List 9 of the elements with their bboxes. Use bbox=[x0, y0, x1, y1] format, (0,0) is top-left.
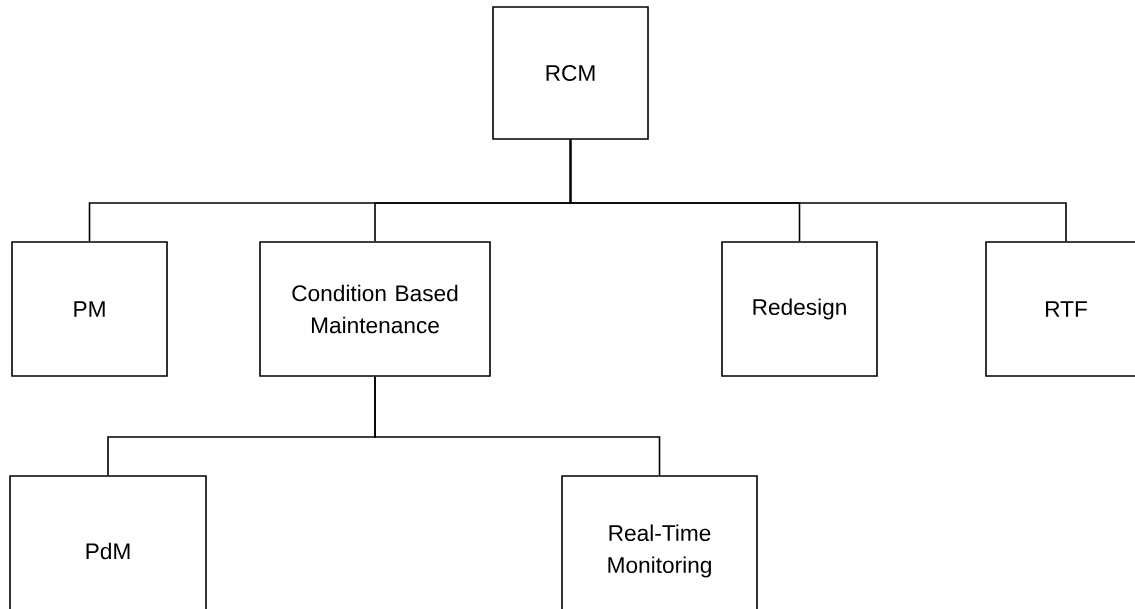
connector-line bbox=[374, 376, 661, 476]
box: Condition Based Maintenance bbox=[259, 241, 491, 377]
box: PdM bbox=[9, 475, 207, 609]
box: Redesign bbox=[721, 241, 878, 377]
box: PM bbox=[11, 241, 168, 377]
box: RTF bbox=[985, 241, 1135, 377]
connector-line bbox=[569, 139, 1067, 242]
box: RCM bbox=[492, 6, 649, 140]
box: Real-Time Monitoring bbox=[561, 475, 758, 609]
